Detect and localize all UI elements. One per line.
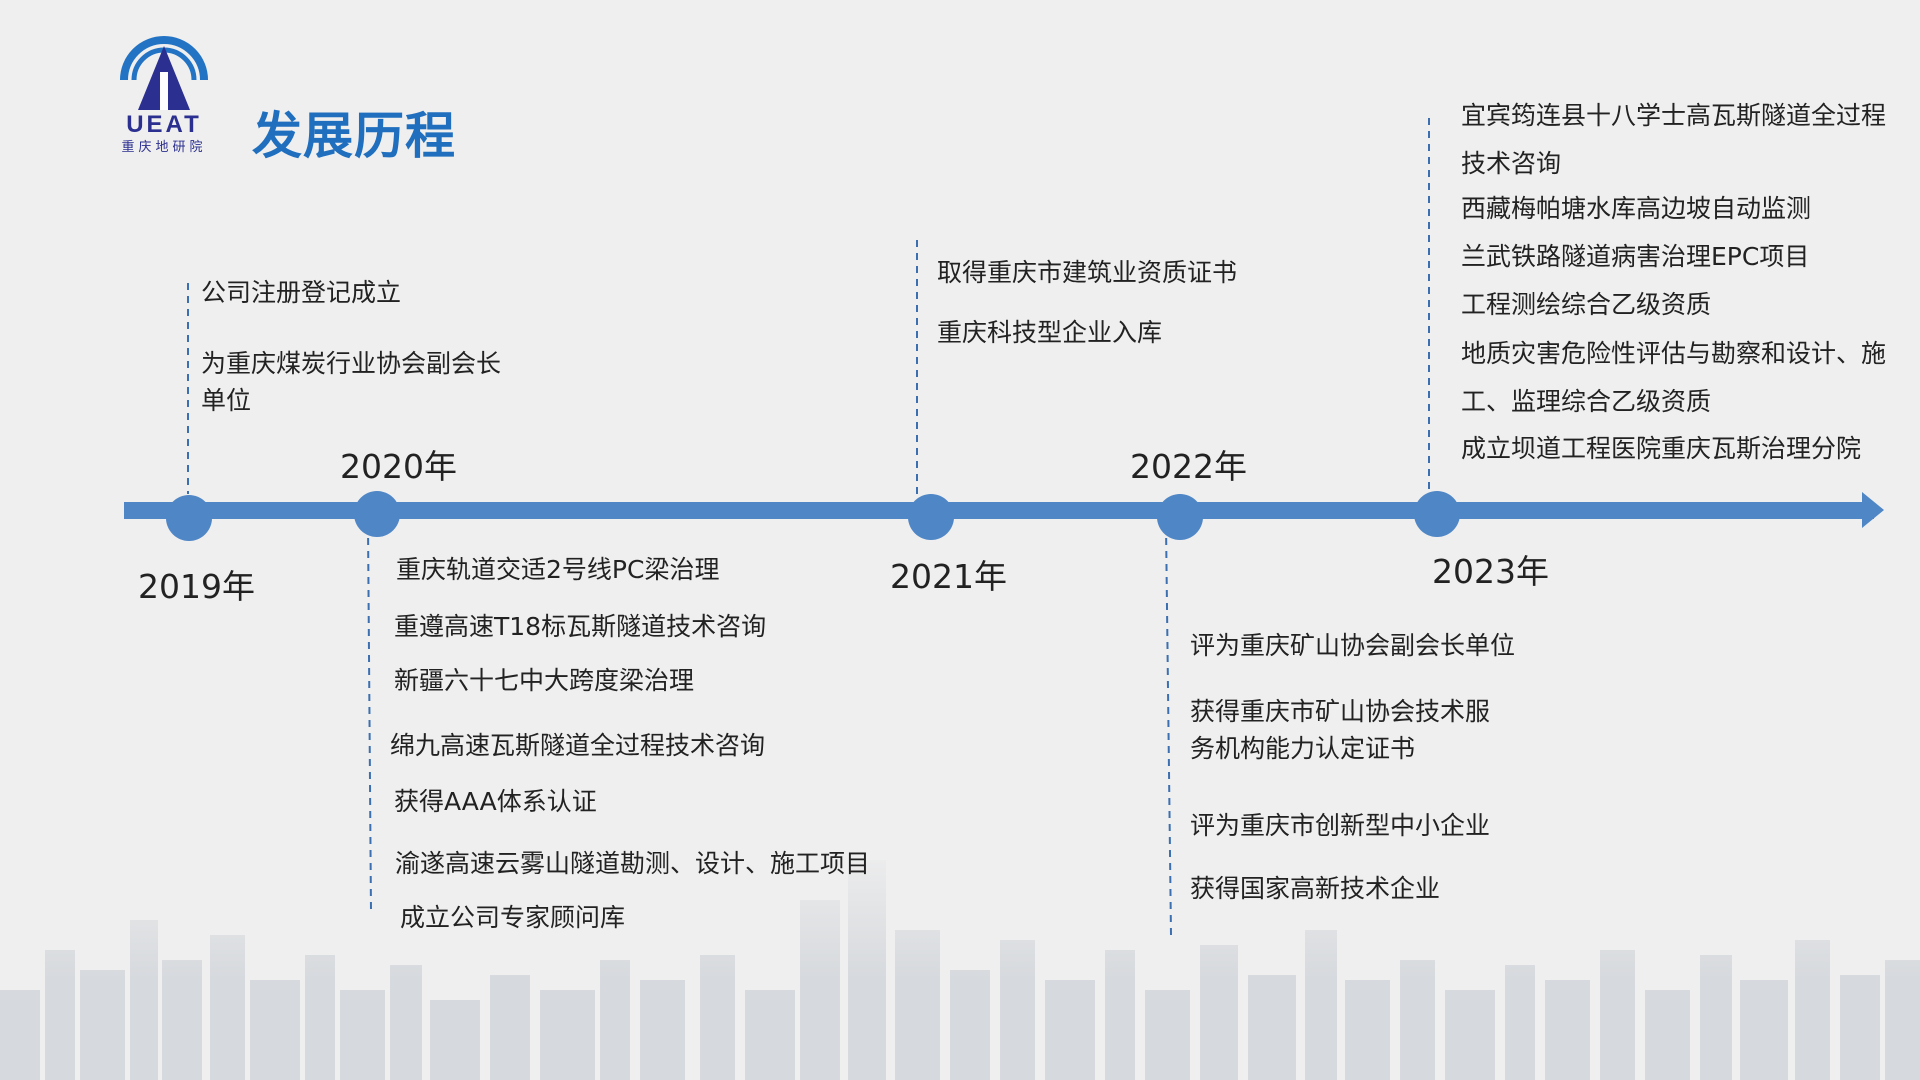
connector-2022 [1165, 524, 1172, 936]
timeline-arrowhead [1862, 492, 1884, 528]
event-2020-2: 重遵高速T18标瓦斯隧道技术咨询 [394, 612, 767, 641]
year-label-2023: 2023年 [1432, 552, 1549, 591]
event-2021-2: 重庆科技型企业入库 [937, 318, 1163, 347]
event-2020-6: 渝遂高速云雾山隧道勘测、设计、施工项目 [395, 849, 871, 878]
year-label-2020: 2020年 [340, 447, 457, 486]
year-label-2019: 2019年 [138, 567, 255, 606]
event-2020-3: 新疆六十七中大跨度梁治理 [394, 666, 695, 695]
marker-2021 [908, 494, 954, 540]
logo-text: UEAT [126, 111, 202, 138]
marker-2020 [354, 491, 400, 537]
marker-2022 [1157, 494, 1203, 540]
event-2023-5: 地质灾害危险性评估与勘察和设计、施工、监理综合乙级资质 [1461, 339, 1887, 416]
logo-subtitle: 重庆地研院 [121, 139, 206, 155]
event-2020-7: 成立公司专家顾问库 [400, 903, 626, 932]
connector-2020 [367, 524, 372, 913]
page-title: 发展历程 [252, 107, 456, 165]
event-2022-1: 评为重庆矿山协会副会长单位 [1190, 631, 1516, 660]
event-2020-5: 获得AAA体系认证 [394, 787, 597, 816]
marker-2019 [166, 495, 212, 541]
event-2021-1: 取得重庆市建筑业资质证书 [937, 258, 1238, 287]
event-2023-6: 成立坝道工程医院重庆瓦斯治理分院 [1461, 434, 1862, 463]
event-2023-3: 兰武铁路隧道病害治理EPC项目 [1461, 242, 1810, 271]
event-2019-2: 为重庆煤炭行业协会副会长单位 [201, 349, 502, 415]
year-label-2021: 2021年 [890, 557, 1007, 596]
event-2019-1: 公司注册登记成立 [201, 278, 402, 307]
event-2020-4: 绵九高速瓦斯隧道全过程技术咨询 [390, 731, 766, 760]
event-2023-1: 宜宾筠连县十八学士高瓦斯隧道全过程技术咨询 [1461, 101, 1887, 178]
year-label-2022: 2022年 [1130, 447, 1247, 486]
event-2022-4: 获得国家高新技术企业 [1190, 874, 1441, 903]
event-2023-4: 工程测绘综合乙级资质 [1461, 290, 1712, 319]
marker-2023 [1414, 491, 1460, 537]
city-skyline-background [0, 840, 1920, 1080]
company-logo: UEAT 重庆地研院 [120, 36, 208, 155]
event-2020-1: 重庆轨道交适2号线PC梁治理 [396, 555, 720, 584]
event-2022-3: 评为重庆市创新型中小企业 [1190, 811, 1491, 840]
event-2023-2: 西藏梅帕塘水库高边坡自动监测 [1461, 194, 1812, 223]
event-2022-2: 获得重庆市矿山协会技术服务机构能力认定证书 [1190, 697, 1491, 763]
